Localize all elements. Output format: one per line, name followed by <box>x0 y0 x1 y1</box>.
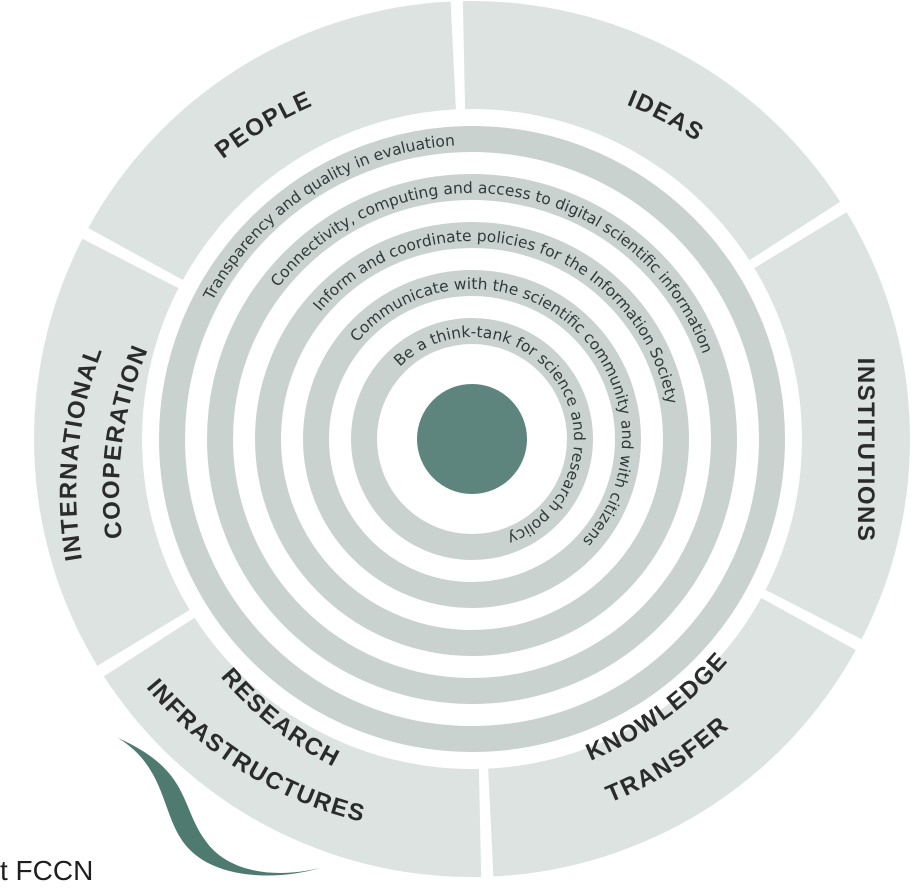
rings-group <box>159 126 785 752</box>
segment-research-infrastructures <box>103 617 482 877</box>
segment-people <box>88 1 456 281</box>
leaf-decoration <box>118 738 320 876</box>
segment-institutions <box>754 212 910 640</box>
segments-group <box>33 1 910 877</box>
ring-band-1 <box>159 126 785 752</box>
ring-band-4 <box>303 270 641 608</box>
segment-knowledge-transfer <box>488 597 856 877</box>
ring-band-2 <box>207 174 737 704</box>
center-circle <box>417 384 527 494</box>
segment-ideas <box>462 1 841 261</box>
ring-band-3 <box>255 222 689 656</box>
footer-text: t FCCN <box>0 855 94 886</box>
segment-international-cooperation <box>33 238 190 666</box>
ring-band-5 <box>351 318 593 560</box>
segment-label-institutions: INSTITUTIONS <box>852 358 879 543</box>
